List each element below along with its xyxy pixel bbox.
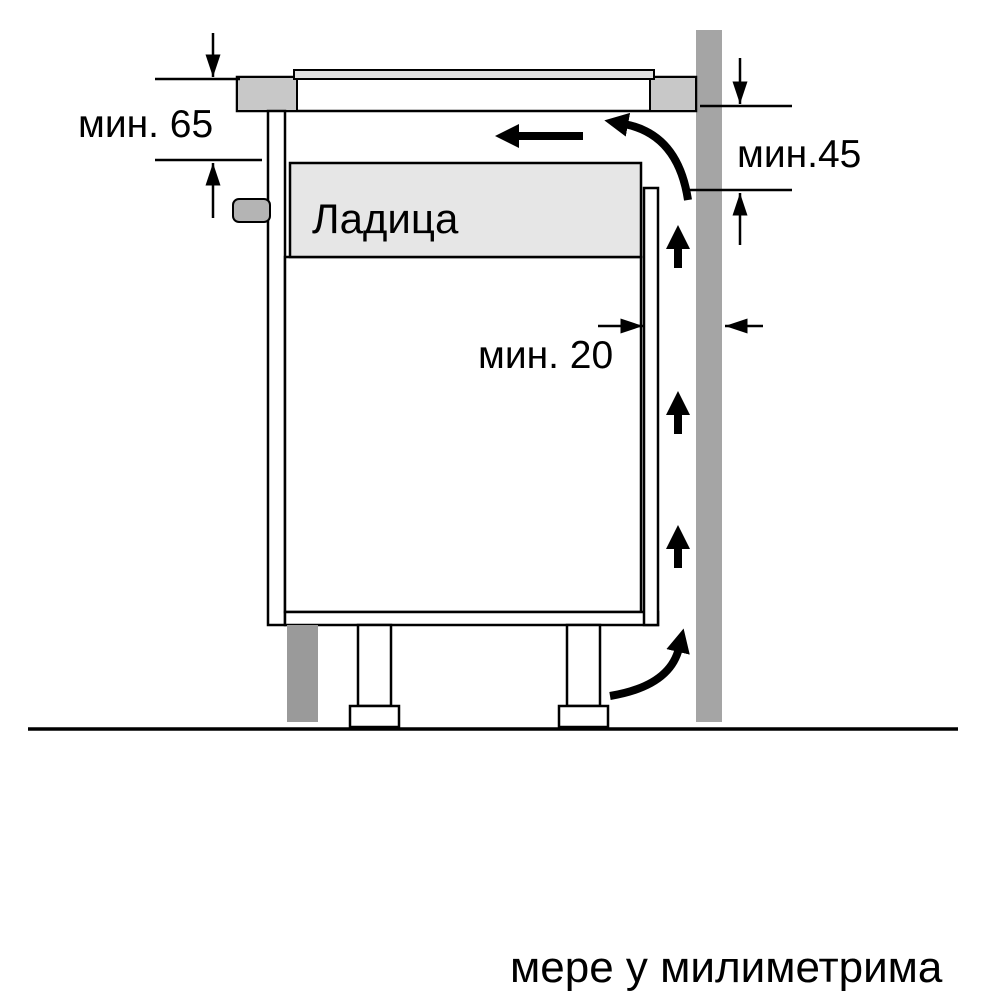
cabinet-interior bbox=[283, 255, 643, 614]
units-note: мере у милиметрима bbox=[510, 943, 943, 992]
drawer-label: Ладица bbox=[312, 195, 459, 242]
leg-rear-foot bbox=[557, 704, 610, 729]
cabinet-bottom-shelf bbox=[283, 610, 660, 627]
cabinet-side-panel bbox=[266, 109, 287, 627]
airflow-arrow-curved-top bbox=[604, 112, 692, 201]
drawer-box bbox=[288, 161, 643, 259]
control-knob bbox=[232, 198, 271, 223]
wall bbox=[696, 30, 722, 722]
leg-rear bbox=[565, 623, 602, 708]
dim-65-label: мин. 65 bbox=[78, 103, 213, 146]
plinth bbox=[287, 625, 318, 722]
dim-20-label: мин. 20 bbox=[478, 334, 613, 377]
hob-glass bbox=[293, 69, 655, 80]
worktop-left-end bbox=[236, 76, 298, 112]
worktop-right-end bbox=[649, 76, 697, 112]
airflow-arrow-curved-bottom bbox=[609, 628, 690, 700]
leg-front-foot bbox=[348, 704, 401, 729]
cabinet-back-panel bbox=[642, 186, 660, 627]
leg-front bbox=[356, 623, 393, 708]
dim-45-label: мин.45 bbox=[737, 133, 861, 176]
worktop bbox=[235, 75, 698, 113]
